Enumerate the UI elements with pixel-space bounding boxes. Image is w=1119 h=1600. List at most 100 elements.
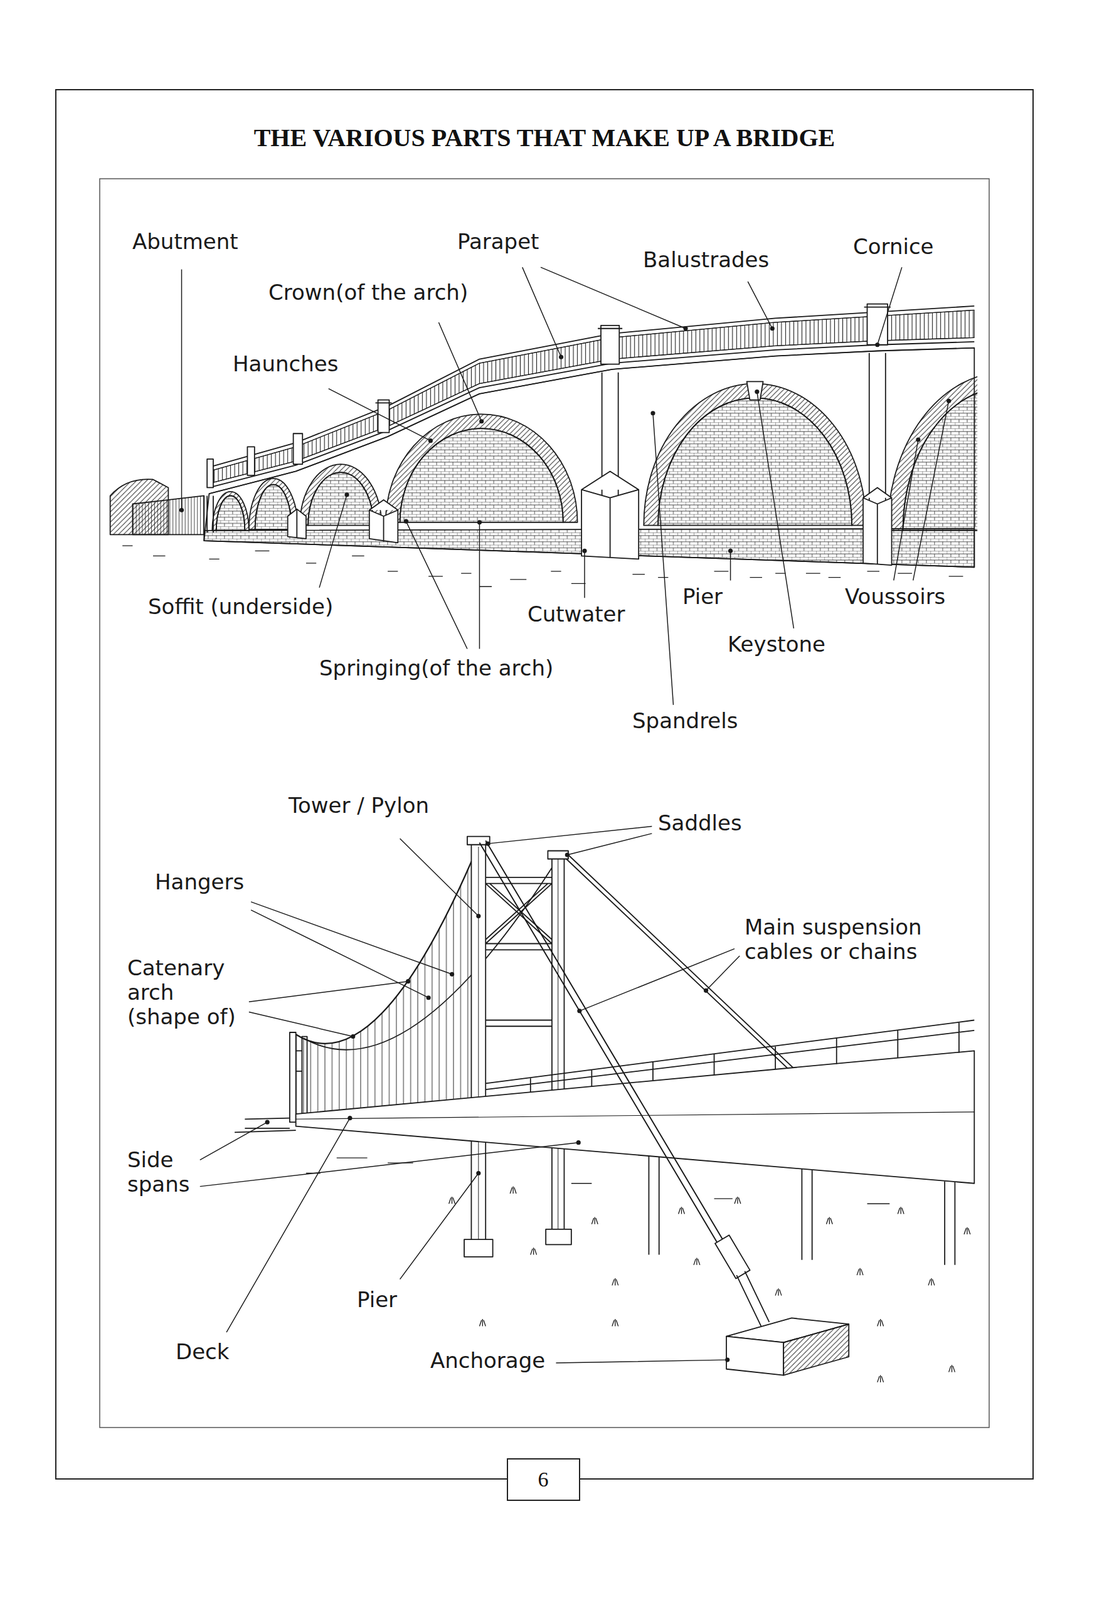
leader-dots: [403, 519, 409, 524]
parapet-pedestal: [600, 325, 620, 365]
leader-dots: [565, 852, 570, 857]
arch-ring: [887, 372, 978, 531]
cornice-line: [208, 341, 975, 488]
part-label: Voussoirs: [844, 584, 946, 610]
part-label: Side spans: [127, 1147, 203, 1197]
cutwater: [287, 509, 307, 539]
parapet-pedestal: [867, 304, 889, 345]
leader-dots: [449, 972, 455, 977]
leader-dots: [405, 979, 411, 984]
part-label: Springing(of the arch): [319, 656, 554, 681]
keystone: [747, 381, 764, 400]
arch-bridge: [110, 304, 978, 588]
anchor-rods: [736, 1271, 769, 1327]
leader-dots: [703, 988, 709, 993]
leader-dots: [650, 410, 655, 416]
far-tower: [289, 1032, 297, 1123]
bridge-face: [203, 348, 975, 568]
anchorage-block: [726, 1336, 784, 1376]
string-course: [208, 348, 975, 495]
ground-marks: [306, 1157, 971, 1383]
hangers: [296, 842, 480, 1114]
leader-dots: [725, 1357, 730, 1363]
leader-dots: [582, 548, 587, 554]
cutwater: [581, 471, 639, 559]
leader-dots: [875, 342, 880, 347]
parapet-rail: [208, 309, 975, 472]
balustrade-band: [208, 309, 975, 484]
arch-ring: [385, 413, 578, 522]
parapet-pedestal: [293, 433, 303, 465]
leader-dots: [347, 1115, 352, 1121]
side-span-railing: [485, 1020, 975, 1093]
parapet-pedestal: [378, 400, 390, 433]
part-label: Soffit (underside): [148, 594, 334, 620]
side-span-pier: [648, 1156, 955, 1266]
leader-dots: [350, 1034, 356, 1039]
cutwater: [369, 499, 399, 543]
leader-dots: [179, 326, 951, 1363]
leader-dots: [344, 492, 349, 497]
suspension-bridge: [234, 836, 975, 1383]
leader-dots: [754, 389, 759, 394]
leader-dots: [426, 995, 431, 1000]
part-label: Abutment: [132, 229, 239, 255]
leader-dots: [265, 1120, 270, 1125]
leader-dots: [683, 326, 688, 331]
leader-lines: [181, 267, 950, 1363]
leader-dots: [946, 398, 951, 404]
part-label: Pier: [356, 1287, 398, 1313]
outer-frame: [55, 89, 1034, 1480]
parapet-pedestal: [206, 459, 214, 488]
leader-dots: [179, 508, 184, 513]
leader-lines: [181, 267, 950, 1363]
leader-dots: [577, 1008, 582, 1013]
part-label: Haunches: [232, 351, 339, 377]
leader-dots: [915, 437, 921, 442]
far-bank: [234, 1118, 297, 1133]
pier-base: [464, 1239, 494, 1257]
main-cable: [296, 842, 480, 1044]
parapet-pedestal: [247, 446, 255, 476]
arch-ring: [643, 383, 867, 526]
inner-frame: [99, 178, 990, 1428]
part-label: Spandrels: [632, 708, 738, 734]
leader-dots: [485, 841, 490, 847]
page-title: THE VARIOUS PARTS THAT MAKE UP A BRIDGE: [55, 122, 1034, 153]
part-label: Balustrades: [642, 247, 769, 273]
part-label: Main suspension cables or chains: [744, 915, 946, 965]
part-label: Catenary arch (shape of): [127, 955, 241, 1030]
part-label: Saddles: [657, 811, 743, 836]
plinth-line: [208, 337, 975, 484]
part-label: Cornice: [853, 234, 934, 260]
part-label: Hangers: [154, 869, 244, 895]
bridge-drawing: [110, 267, 1119, 1383]
part-label: Anchorage: [430, 1348, 546, 1374]
part-label: Cutwater: [527, 602, 626, 627]
leader-dots: [576, 1140, 581, 1145]
arch-ring: [212, 491, 250, 531]
leader-dots: [558, 355, 564, 360]
back-stay-cable: [479, 840, 737, 1266]
leader-dots: [476, 1171, 481, 1176]
abutment-block: [132, 495, 204, 535]
leader-dots: [428, 438, 433, 443]
anchorage-block: [783, 1324, 849, 1375]
leader-dots: [479, 418, 484, 424]
part-label: Crown(of the arch): [268, 280, 468, 305]
cutwater: [863, 487, 892, 566]
leader-dots: [728, 548, 733, 554]
part-label: Keystone: [727, 632, 826, 657]
pier-base: [545, 1229, 572, 1245]
parapet-top: [208, 306, 975, 468]
part-label: Parapet: [457, 229, 539, 255]
water-ripples: [122, 545, 963, 587]
part-label: Deck: [175, 1339, 229, 1365]
part-label: Tower / Pylon: [288, 793, 430, 818]
leader-dots: [477, 519, 482, 525]
deck-edge: [296, 1112, 975, 1119]
tower-bracing: [485, 877, 552, 1027]
leader-dots: [770, 326, 775, 331]
page-number: 6: [538, 1467, 549, 1491]
